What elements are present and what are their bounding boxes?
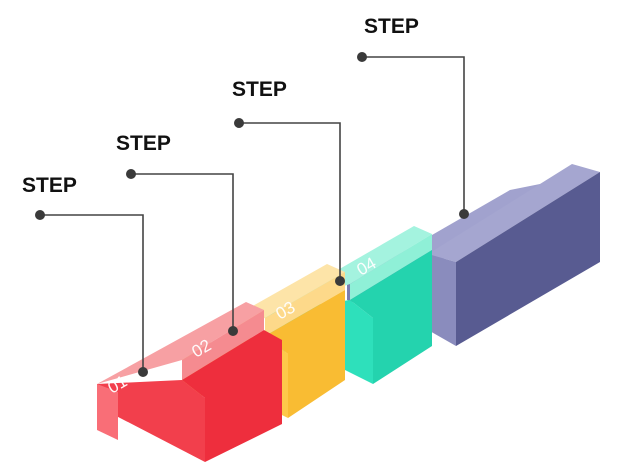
step-04-end-dot (459, 209, 469, 219)
step-04-wall-top (428, 164, 600, 262)
step-03-callout: STEP (232, 78, 345, 286)
step-03-leader-line (239, 122, 341, 281)
step-01-label: STEP (22, 174, 77, 197)
step-01-callout: STEP (22, 174, 148, 377)
step-01-front (97, 380, 205, 462)
step-04-wall-front (456, 172, 600, 346)
step-03-end-dot (335, 276, 345, 286)
step-02-riser (265, 290, 345, 418)
step-01-start-dot (35, 210, 45, 220)
step-01-wall-top (182, 310, 264, 380)
step-04-wall-side (428, 254, 456, 346)
step-01-end-dot (138, 367, 148, 377)
step-02-start-dot (126, 169, 136, 179)
step-01-side (97, 384, 118, 440)
step-01-top-face (97, 302, 264, 384)
step-02-end-dot (228, 326, 238, 336)
step-01-leader-line (40, 214, 144, 372)
step-02-leader-line (131, 173, 234, 331)
step-03-start-dot (234, 118, 244, 128)
step-02-callout: STEP (116, 132, 238, 336)
step-01-block (97, 302, 282, 462)
step-04-start-dot (357, 52, 367, 62)
step-02-wall-top (265, 272, 345, 336)
step-04-leader-line (362, 56, 465, 214)
step-03-wall-top (350, 234, 432, 300)
step-01-riser (182, 330, 282, 462)
step-02-label: STEP (116, 132, 171, 155)
step-03-riser (350, 250, 432, 384)
step-03-label: STEP (232, 78, 287, 101)
step-04-callout: STEP (357, 15, 469, 219)
step-04-label: STEP (364, 15, 419, 38)
